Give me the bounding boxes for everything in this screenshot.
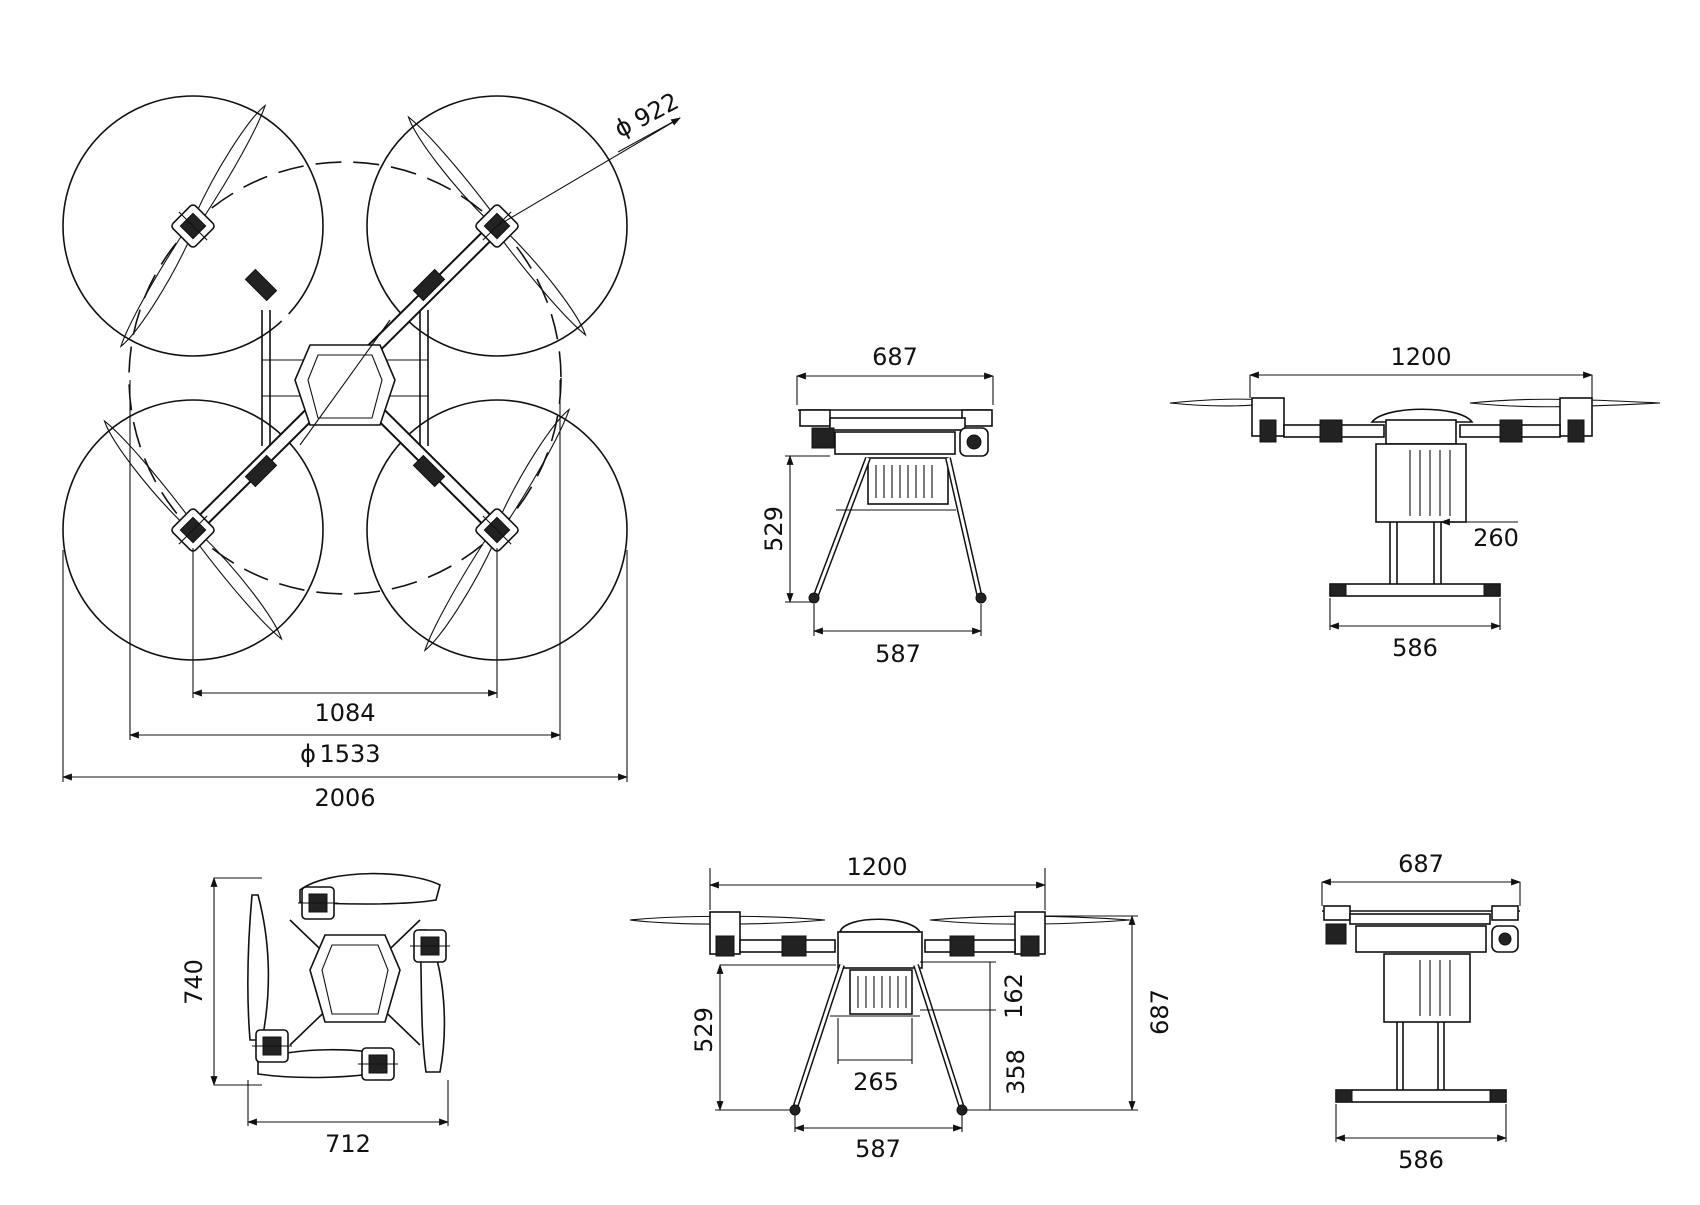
prop-circle-tr <box>366 95 628 357</box>
folded-blade-left <box>247 894 270 1041</box>
side-upper-skid-label: 586 <box>1392 634 1438 662</box>
side-view-upper: 1200 260 586 <box>1169 343 1661 662</box>
battery-box-front-unfolded <box>849 969 913 1015</box>
circle-diameter-symbol: ϕ <box>300 740 316 768</box>
envelope-circle <box>128 161 562 595</box>
top-view: ϕ 922 1084 ϕ 1533 2006 <box>62 87 684 812</box>
front-folded-gear-label: 587 <box>875 640 921 668</box>
front-folded-width-label: 687 <box>872 343 918 371</box>
front-view-unfolded: 1200 529 587 265 162 358 687 <box>629 853 1174 1163</box>
front-folded-height-label: 529 <box>760 506 788 552</box>
canopy-side <box>1370 408 1474 423</box>
folded-top-view: 740 712 <box>180 872 451 1158</box>
overall-width-label: 2006 <box>314 784 375 812</box>
skid-side <box>1329 583 1501 597</box>
battery-box-side-lower <box>1383 953 1471 1023</box>
side-upper-offset-label: 260 <box>1473 524 1519 552</box>
payload-width-label: 265 <box>853 1068 899 1096</box>
skid-side-lower <box>1335 1089 1507 1103</box>
folded-width-label: 712 <box>325 1130 371 1158</box>
folded-height-label: 740 <box>180 959 208 1005</box>
prop-circle-tl <box>62 95 324 357</box>
overall-height-label: 687 <box>1146 989 1174 1035</box>
canopy-front <box>838 918 922 933</box>
leg-height-label: 358 <box>1002 1049 1030 1095</box>
prop-diameter-label: 922 <box>630 87 684 133</box>
folded-body <box>309 934 401 1023</box>
circle-diameter-label: 1533 <box>319 740 380 768</box>
battery-box-side <box>1375 443 1467 523</box>
body-shell <box>294 344 396 426</box>
side-lower-skid-label: 586 <box>1398 1146 1444 1174</box>
motor-span-label: 1084 <box>314 699 375 727</box>
side-lower-width-label: 687 <box>1398 850 1444 878</box>
folded-blade-right <box>419 929 446 1073</box>
front-unfolded-gear-label: 587 <box>855 1135 901 1163</box>
side-upper-width-label: 1200 <box>1390 343 1451 371</box>
prop-diameter-leader <box>496 117 681 227</box>
side-view-lower: 687 586 <box>1321 850 1521 1174</box>
front-unfolded-width-label: 1200 <box>846 853 907 881</box>
body-height-label: 162 <box>1000 973 1028 1019</box>
front-unfolded-height-label: 529 <box>690 1007 718 1053</box>
front-view-folded: 687 529 587 <box>760 343 994 668</box>
